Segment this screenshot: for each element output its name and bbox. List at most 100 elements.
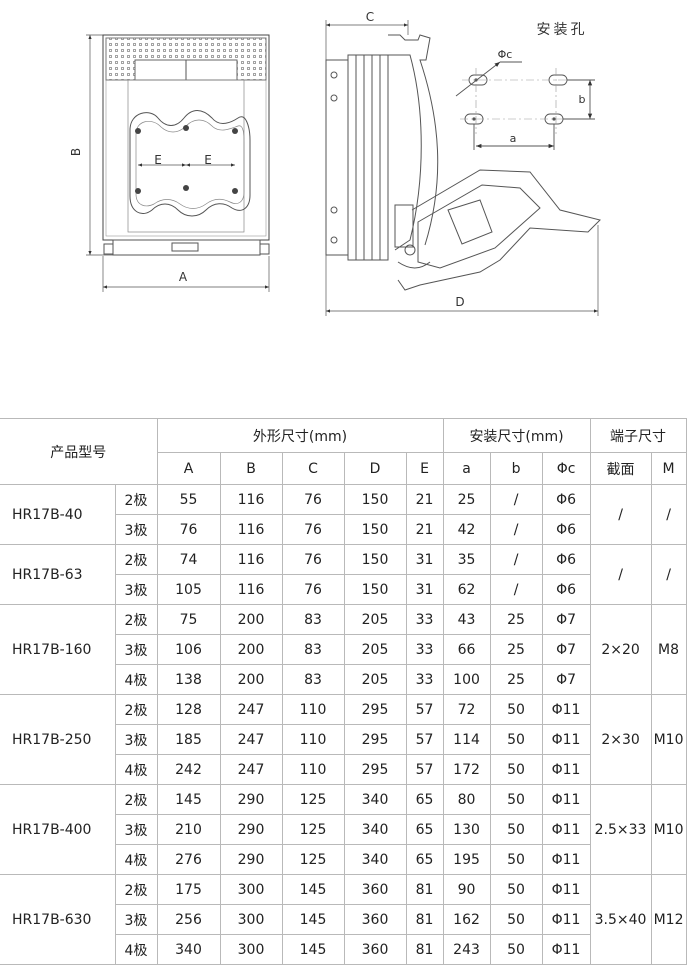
pole-cell: 3极	[114, 814, 158, 845]
model-cell: HR17B-160	[0, 604, 116, 695]
value-cell-a: 130	[442, 814, 491, 845]
value-cell-c: 76	[281, 514, 345, 545]
value-cell-a: 74	[156, 544, 221, 575]
value-cell-phi: Φ11	[541, 874, 591, 905]
pole-cell: 4极	[114, 934, 158, 965]
dim-label-phi-c: Φc	[498, 48, 513, 61]
pole-cell: 4极	[114, 754, 158, 785]
value-cell-phi: Φ11	[541, 724, 591, 755]
pole-cell: 4极	[114, 664, 158, 695]
value-cell-b: 50	[489, 874, 543, 905]
value-cell-c: 125	[281, 784, 345, 815]
value-cell-a: 138	[156, 664, 221, 695]
front-dimensions	[86, 34, 270, 292]
value-cell-c: 110	[281, 694, 345, 725]
value-cell-b: 50	[489, 754, 543, 785]
value-cell-b: /	[489, 544, 543, 575]
value-cell-a: 276	[156, 844, 221, 875]
col-header-section: 截面	[589, 452, 652, 485]
dim-label-b-upper: B	[69, 148, 83, 156]
value-cell-e: 31	[405, 544, 444, 575]
value-cell-e: 65	[405, 844, 444, 875]
col-header-b: B	[219, 452, 283, 485]
value-cell-phi: Φ7	[541, 664, 591, 695]
value-cell-d: 340	[343, 814, 407, 845]
value-cell-a: 162	[442, 904, 491, 935]
value-cell-d: 360	[343, 934, 407, 965]
value-cell-a: 172	[442, 754, 491, 785]
value-cell-a: 256	[156, 904, 221, 935]
value-cell-b: 300	[219, 904, 283, 935]
value-cell-b: 50	[489, 694, 543, 725]
value-cell-b: 50	[489, 814, 543, 845]
section-cell: 3.5×40	[589, 874, 652, 965]
value-cell-a: 100	[442, 664, 491, 695]
value-cell-a: 55	[156, 484, 221, 515]
value-cell-a: 195	[442, 844, 491, 875]
mounting-holes-title: 安装孔	[537, 22, 588, 38]
dim-label-e-right: E	[204, 153, 212, 167]
value-cell-b: 290	[219, 844, 283, 875]
pole-cell: 2极	[114, 544, 158, 575]
value-cell-d: 205	[343, 664, 407, 695]
value-cell-b: 50	[489, 844, 543, 875]
technical-drawing: A B E E C D 安装孔	[69, 10, 601, 316]
value-cell-a: 42	[442, 514, 491, 545]
value-cell-d: 150	[343, 544, 407, 575]
pole-cell: 3极	[114, 514, 158, 545]
model-cell: HR17B-400	[0, 784, 116, 875]
col-header-phi-c: Φc	[541, 452, 591, 485]
value-cell-phi: Φ11	[541, 784, 591, 815]
value-cell-b: 200	[219, 664, 283, 695]
header-outer-dimensions: 外形尺寸(mm)	[156, 418, 444, 453]
pole-cell: 2极	[114, 604, 158, 635]
value-cell-phi: Φ11	[541, 694, 591, 725]
pole-cell: 2极	[114, 484, 158, 515]
section-cell: 2.5×33	[589, 784, 652, 875]
value-cell-a: 105	[156, 574, 221, 605]
col-header-a: A	[156, 452, 221, 485]
value-cell-a: 114	[442, 724, 491, 755]
value-cell-phi: Φ11	[541, 904, 591, 935]
value-cell-b: /	[489, 514, 543, 545]
header-terminal-dimensions: 端子尺寸	[589, 418, 687, 453]
value-cell-b: 300	[219, 934, 283, 965]
value-cell-a: 210	[156, 814, 221, 845]
dim-label-c-upper: C	[366, 10, 374, 24]
value-cell-e: 65	[405, 784, 444, 815]
value-cell-c: 76	[281, 484, 345, 515]
value-cell-e: 57	[405, 754, 444, 785]
value-cell-b: 50	[489, 934, 543, 965]
value-cell-d: 360	[343, 904, 407, 935]
thread-cell: M10	[650, 694, 687, 785]
value-cell-a: 340	[156, 934, 221, 965]
value-cell-phi: Φ6	[541, 514, 591, 545]
value-cell-c: 145	[281, 904, 345, 935]
value-cell-b: 50	[489, 904, 543, 935]
col-header-mount-b: b	[489, 452, 543, 485]
dim-label-a-lower: a	[510, 132, 517, 145]
value-cell-a: 185	[156, 724, 221, 755]
dim-label-e-left: E	[154, 153, 162, 167]
thread-cell: M8	[650, 604, 687, 695]
value-cell-b: 300	[219, 874, 283, 905]
value-cell-c: 83	[281, 664, 345, 695]
section-cell: /	[589, 544, 652, 605]
side-dimensions	[325, 20, 599, 316]
value-cell-e: 33	[405, 604, 444, 635]
section-cell: /	[589, 484, 652, 545]
side-view	[325, 34, 601, 291]
value-cell-d: 150	[343, 484, 407, 515]
model-cell: HR17B-40	[0, 484, 116, 545]
value-cell-b: 25	[489, 634, 543, 665]
value-cell-e: 33	[405, 634, 444, 665]
col-header-mount-a: a	[442, 452, 491, 485]
value-cell-e: 21	[405, 484, 444, 515]
value-cell-b: 247	[219, 754, 283, 785]
